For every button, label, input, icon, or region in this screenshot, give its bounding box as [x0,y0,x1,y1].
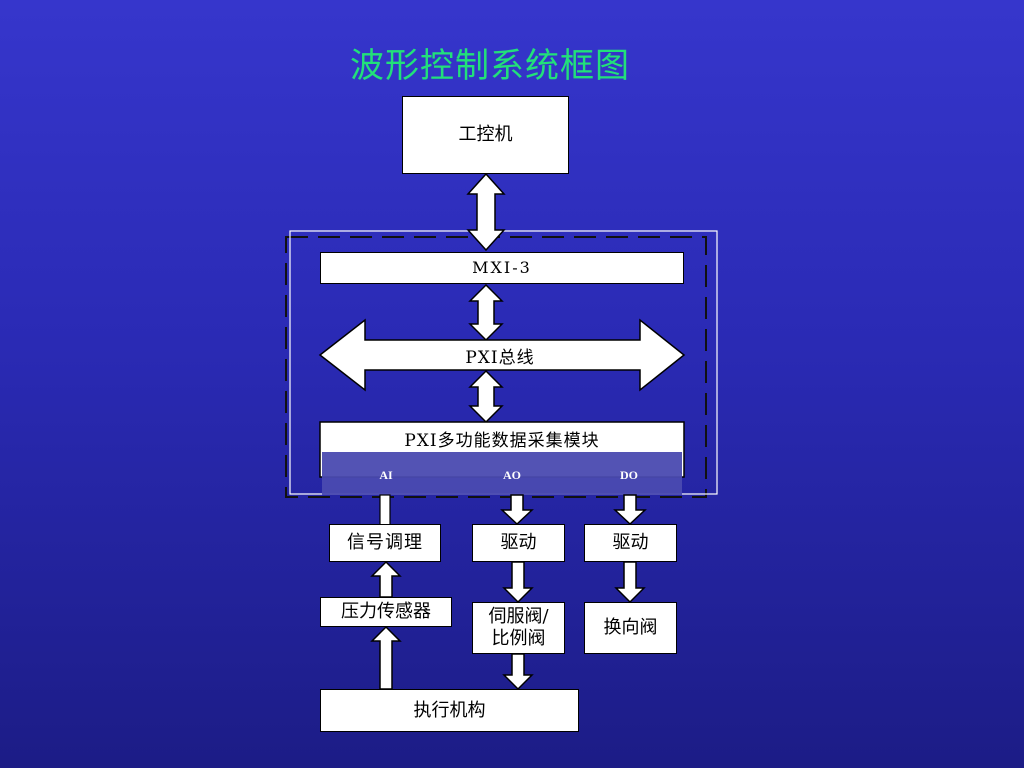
reversing-valve-box: 换向阀 [584,602,677,654]
ipc-box: 工控机 [402,96,569,174]
arrow-mxi-bus [468,283,504,342]
signal-conditioning-box: 信号调理 [329,524,441,562]
arrow-servo-actuator [502,653,534,691]
line-ai [379,494,391,526]
arrow-actuator-sensor [370,625,402,690]
ipc-label: 工控机 [458,124,513,145]
mxi-label: MXI-3 [472,258,532,277]
pxi-bus-label: PXI总线 [465,348,535,368]
arrow-sensor-cond [370,560,402,598]
pressure-sensor-box: 压力传感器 [320,597,452,627]
mxi-box: MXI-3 [320,252,684,284]
arrow-ipc-mxi [466,172,506,252]
signal-conditioning-label: 信号调理 [347,532,423,553]
actuator-box: 执行机构 [320,689,579,732]
reversing-valve-label: 换向阀 [603,617,658,638]
pressure-sensor-label: 压力传感器 [341,601,431,622]
pxi-bus-arrow [318,318,686,392]
do-drive-label: 驱动 [612,532,649,553]
diagram-title: 波形控制系统框图 [350,46,630,86]
channel-ai-label: AI [379,468,393,482]
channel-ao-label: AO [503,468,521,482]
servo-valve-label: 伺服阀/比例阀 [488,606,549,649]
channel-do-label: DO [620,468,638,482]
ao-drive-box: 驱动 [472,524,565,562]
arrow-bus-daq [468,369,504,424]
channel-band [322,452,682,495]
servo-valve-box: 伺服阀/比例阀 [472,602,565,654]
arrow-drive-servo [502,561,534,604]
ao-drive-label: 驱动 [500,532,537,553]
arrow-ao-drive [500,494,534,526]
arrow-do-drive [613,494,647,526]
daq-label: PXI多功能数据采集模块 [404,431,600,451]
arrow-drive-reversing [614,561,646,604]
actuator-label: 执行机构 [413,699,486,721]
do-drive-box: 驱动 [584,524,677,562]
